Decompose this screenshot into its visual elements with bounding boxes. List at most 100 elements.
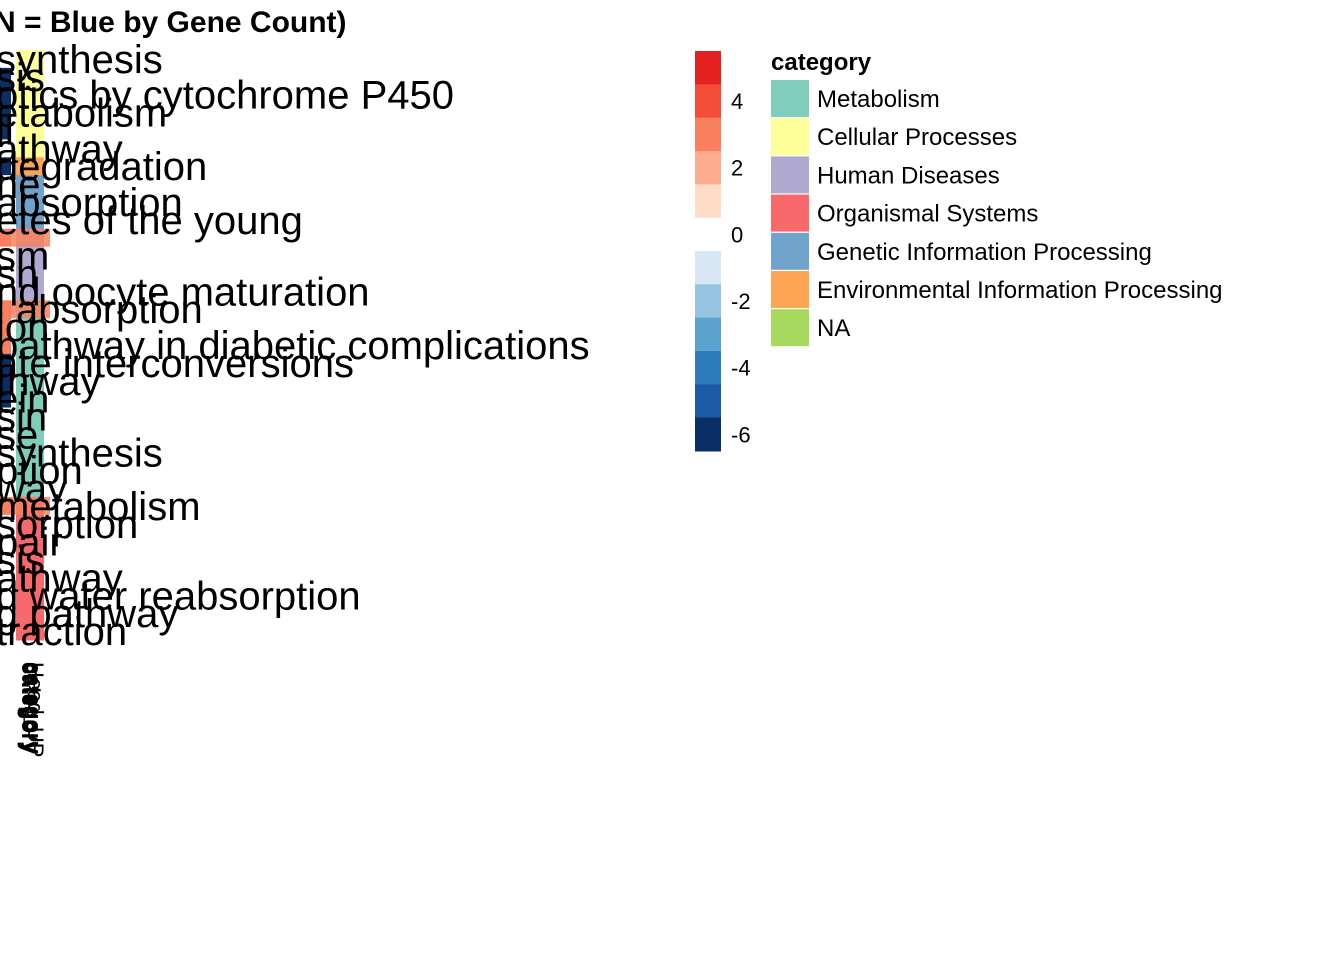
legend-swatch (771, 194, 809, 232)
legend-title: category (771, 49, 872, 76)
row-label: se (0, 413, 38, 457)
category-cell (16, 514, 44, 534)
heatmap-cell (0, 461, 11, 480)
category-cell (16, 121, 44, 140)
heatmap-cell (0, 300, 11, 319)
heatmap-cell (0, 246, 11, 266)
scale-tick-label: -2 (731, 289, 751, 314)
heatmap-cell (0, 336, 11, 355)
row-label: d water reabsorption (0, 574, 361, 618)
category-cell (16, 67, 44, 87)
scale-tick-label: -4 (731, 356, 751, 381)
column-label: category (19, 662, 44, 754)
category-cell (16, 371, 44, 391)
row-label: sm (0, 235, 49, 279)
category-cell (16, 568, 44, 587)
heatmap-cell (0, 264, 11, 283)
row-label: synthesis (0, 431, 163, 475)
heatmap-cell (0, 193, 11, 212)
heatmap-cell (0, 604, 11, 623)
legend-label: Cellular Processes (817, 124, 1017, 151)
category-cell (16, 210, 44, 230)
scale-swatch (695, 384, 721, 419)
category-cell (16, 353, 44, 373)
row-label: g pathway (0, 592, 178, 636)
category-cell (16, 282, 44, 301)
legend-label: Metabolism (817, 86, 940, 113)
legend-label: Environmental Information Processing (817, 277, 1223, 304)
row-label: synthesis (0, 38, 163, 82)
heatmap-cell (0, 371, 11, 391)
row-label: sis (0, 56, 45, 100)
scale-tick-label: 0 (731, 222, 743, 247)
category-cell (16, 157, 44, 176)
row-label: thway (0, 360, 101, 404)
scale-swatch (695, 284, 721, 319)
row-label: ate interconversions (0, 342, 354, 386)
heatmap-cell (0, 443, 11, 462)
category-cell (16, 139, 44, 158)
heatmap-cell (0, 103, 11, 123)
heatmap-cell (0, 282, 11, 301)
column-label: category (17, 662, 42, 754)
scale-tick-label: -6 (731, 422, 751, 447)
category-cell (16, 550, 44, 569)
heatmap-cell (0, 407, 11, 426)
row-label: athway (0, 127, 123, 171)
heatmap-cells (0, 50, 11, 641)
row-label: athway (0, 556, 123, 600)
category-cell (16, 479, 44, 498)
row-label: metabolism (0, 485, 201, 529)
legend-swatch (771, 232, 809, 270)
row-label: nd oocyte maturation (0, 270, 370, 314)
heatmap-cell (0, 157, 11, 176)
highlight-cell (10, 228, 50, 247)
row-label: absorption (0, 181, 183, 225)
scale-swatch (695, 84, 721, 119)
row-label: sin (0, 396, 47, 440)
legend-swatch (771, 271, 809, 308)
row-label: etabolism (0, 92, 167, 136)
row-label: sorption (0, 503, 138, 547)
heatmap-cell (0, 532, 11, 552)
highlight-cell (10, 496, 50, 515)
color-scale-legend: 420-2-4-6 (695, 51, 751, 452)
category-cell (16, 407, 44, 426)
category-cell (16, 443, 44, 462)
heatmap-cell (0, 586, 11, 605)
legend-label: Organismal Systems (817, 201, 1038, 228)
heatmap-cell (0, 50, 11, 69)
row-label: ion (0, 306, 49, 350)
category-cell (16, 85, 44, 105)
row-label: ne (0, 163, 41, 207)
category-cell (16, 103, 44, 123)
row-label: l absorption (0, 288, 203, 332)
heatmap-cell (0, 67, 11, 87)
legend-swatch (771, 118, 809, 156)
row-label: degradation (0, 145, 207, 189)
scale-swatch (695, 251, 721, 285)
heatmap-cell (0, 228, 11, 248)
row-label: ll (0, 109, 14, 153)
legend-swatch (771, 309, 809, 347)
scale-swatch (695, 217, 721, 252)
heatmap-cell (0, 353, 11, 373)
heatmap-cell (0, 479, 11, 498)
category-cell (16, 604, 44, 623)
category-cell (16, 425, 44, 444)
category-cell (16, 389, 44, 409)
category-cell (16, 586, 44, 605)
legend-label: Genetic Information Processing (817, 239, 1152, 266)
heatmap-cell (0, 139, 11, 158)
column-label: category (21, 662, 46, 754)
row-label: pathway in diabetic complications (0, 324, 590, 368)
heatmap-cell (0, 389, 11, 409)
heatmap-cell (0, 85, 11, 105)
scale-swatch (695, 417, 721, 452)
scale-swatch (695, 117, 721, 152)
row-label: ption (0, 449, 83, 493)
